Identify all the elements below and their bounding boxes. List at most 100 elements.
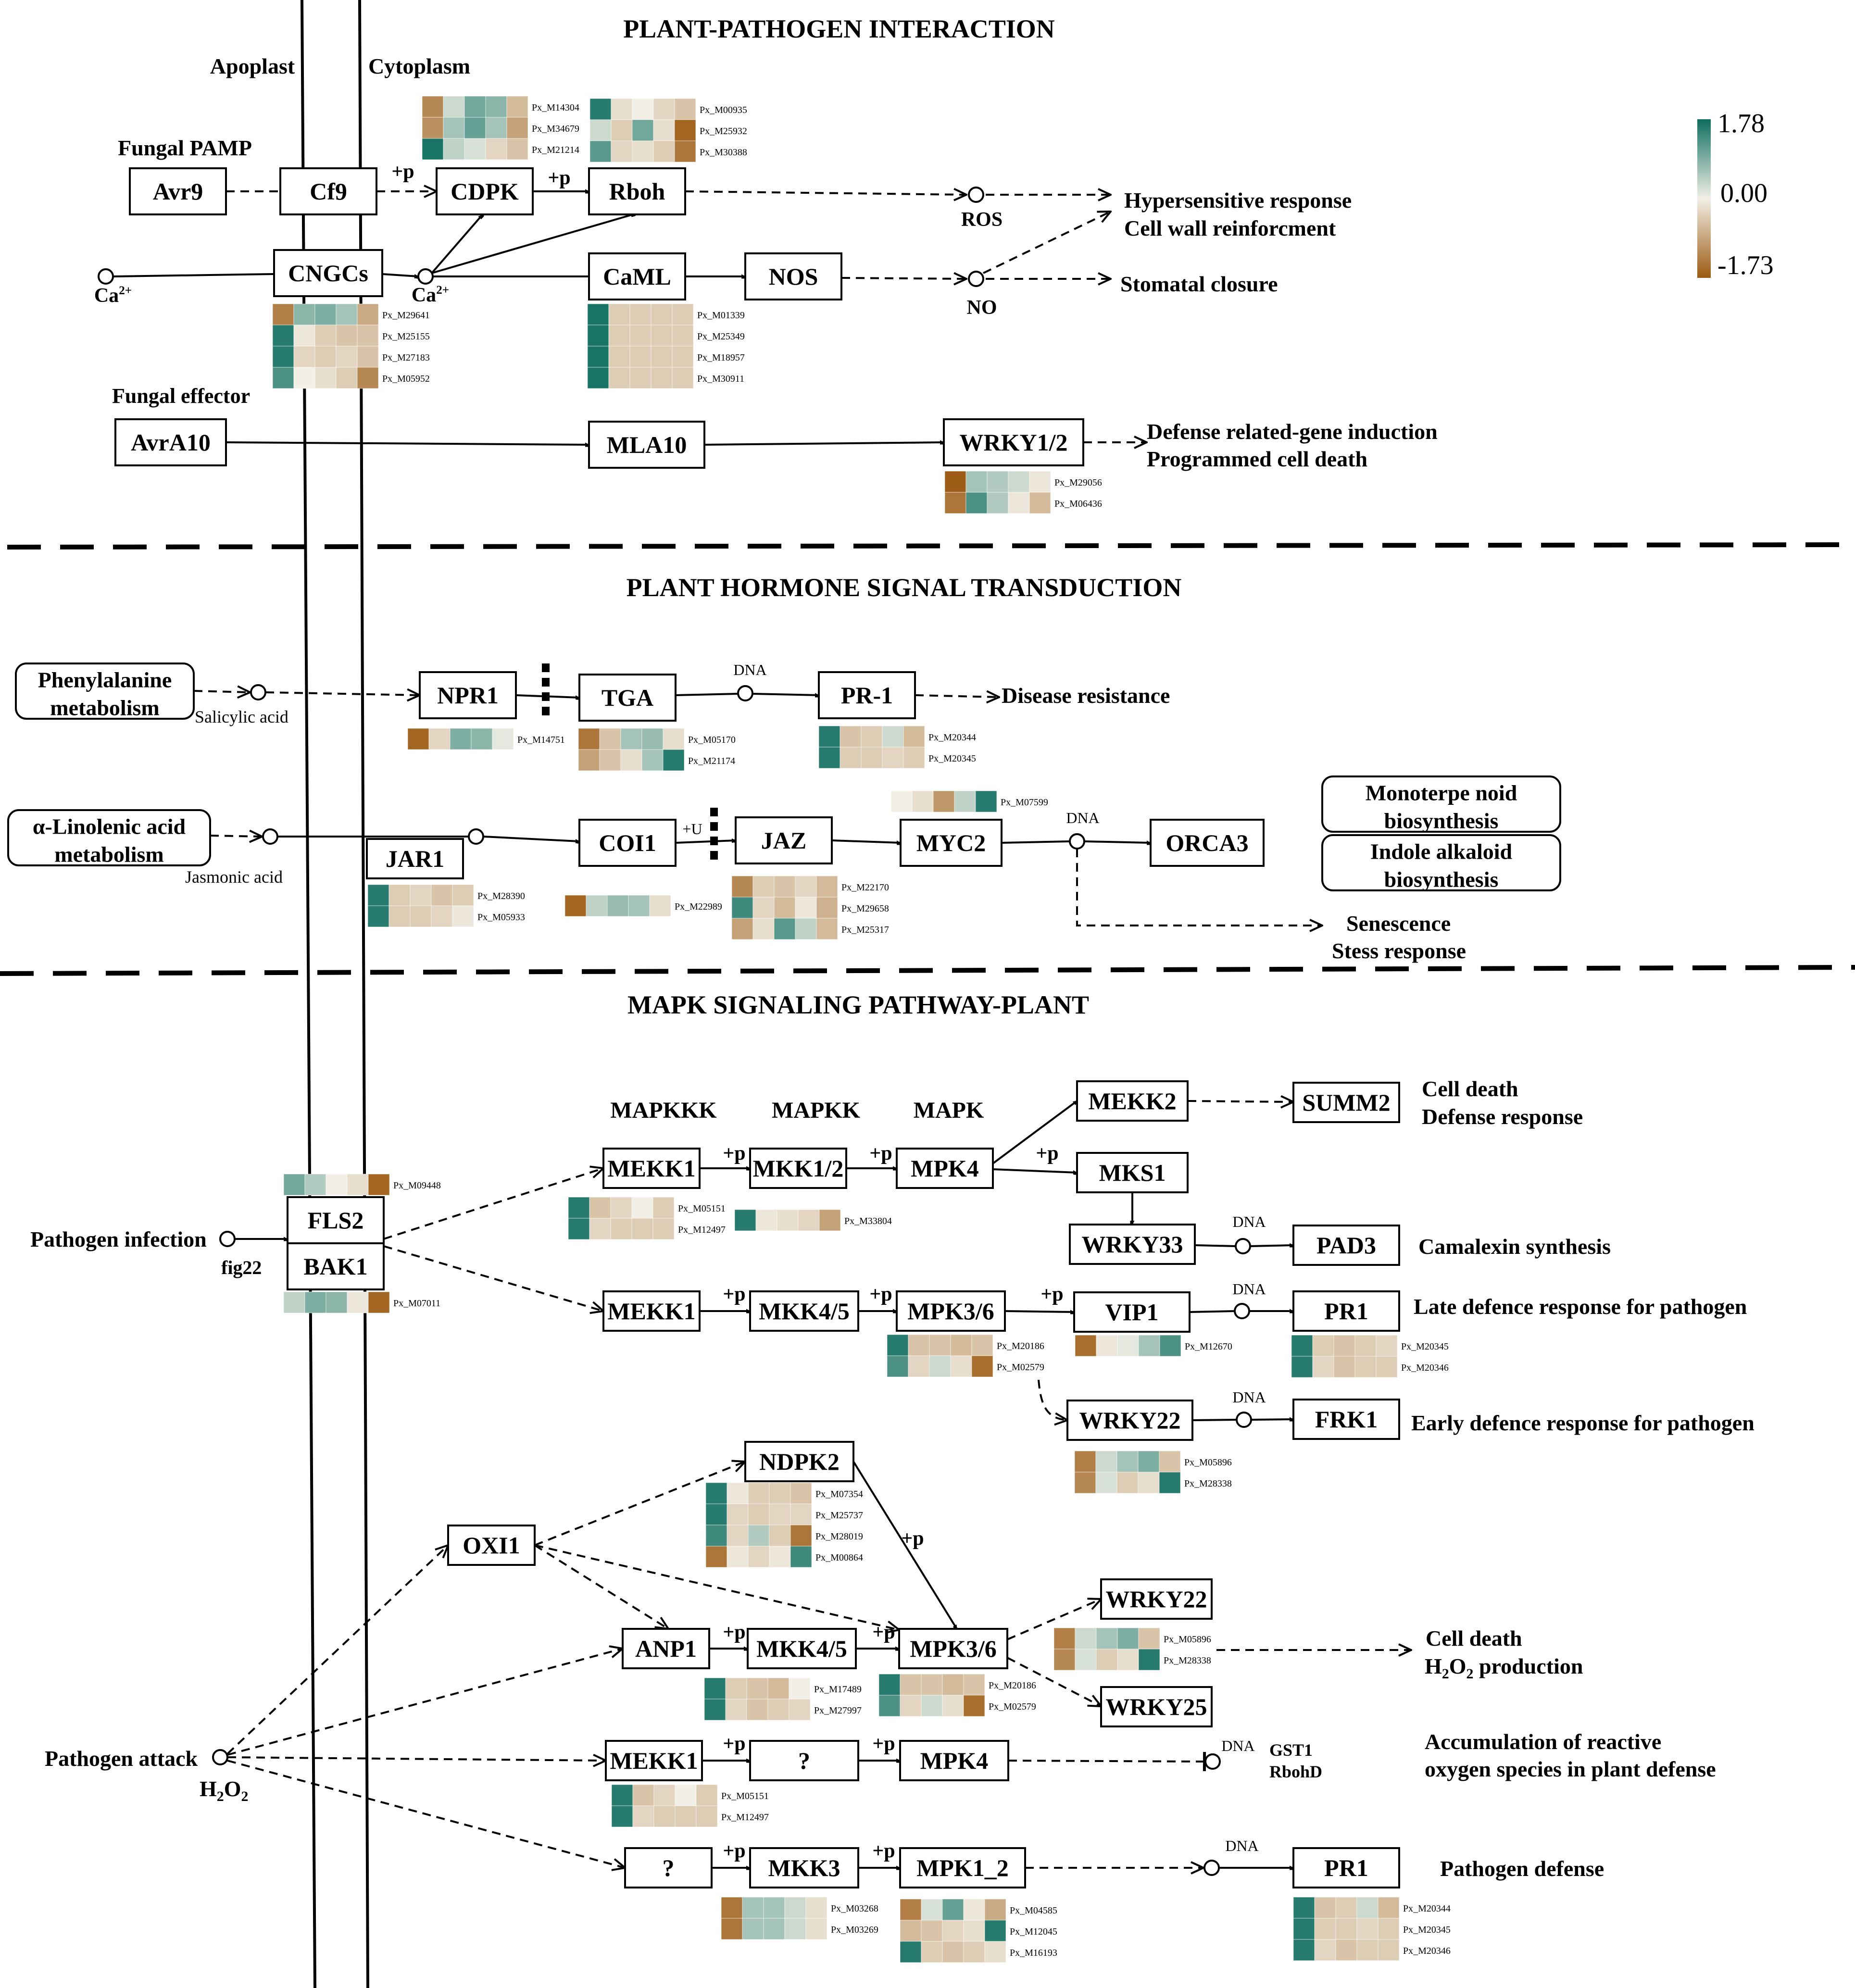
label-fpamp: Fungal PAMP: [118, 136, 252, 160]
node-tga[interactable]: TGA: [578, 674, 677, 722]
node-mekk1a[interactable]: MEKK1: [602, 1148, 701, 1189]
node-mpk36a[interactable]: MPK3/6: [896, 1290, 1006, 1332]
node-avra10[interactable]: AvrA10: [114, 418, 227, 466]
node-summ2[interactable]: SUMM2: [1292, 1082, 1400, 1123]
heatmap-cell: [971, 1355, 993, 1377]
node-orca3[interactable]: ORCA3: [1150, 819, 1265, 867]
color-legend: 1.78 0.00 -1.73: [1697, 109, 1774, 280]
edge-23: [210, 836, 262, 837]
heatmap-cell: [705, 1482, 727, 1504]
heatmap-cell: [431, 905, 453, 927]
node-bak1[interactable]: BAK1: [287, 1242, 385, 1290]
node-mpk12[interactable]: MPK1_2: [899, 1847, 1026, 1888]
label-dna6: DNA: [1221, 1737, 1254, 1754]
gene-label: Px_M20346: [1403, 1946, 1451, 1956]
heatmap-cell: [954, 790, 976, 813]
node-myc2[interactable]: MYC2: [900, 819, 1003, 867]
heatmap-cell: [652, 1197, 675, 1219]
node-caml[interactable]: CaML: [588, 252, 686, 300]
heatmap-cell: [607, 895, 629, 917]
node-wrky33[interactable]: WRKY33: [1069, 1224, 1196, 1265]
node-pr1c[interactable]: PR1: [1292, 1847, 1400, 1888]
node-mkk45a[interactable]: MKK4/5: [749, 1290, 859, 1332]
heatmap-cell: [861, 725, 883, 748]
metabolite-circle-11: [1234, 1303, 1250, 1319]
gene-label: Px_M29641: [382, 310, 430, 321]
node-mkk3[interactable]: MKK3: [749, 1847, 859, 1888]
heatmap-cell: [653, 1805, 676, 1827]
node-q1[interactable]: ?: [749, 1740, 859, 1781]
node-mpk36b[interactable]: MPK3/6: [898, 1628, 1008, 1669]
node-npr1[interactable]: NPR1: [419, 671, 517, 719]
gene-label: Px_M20186: [997, 1341, 1044, 1351]
node-pr1a[interactable]: PR-1: [818, 671, 916, 719]
node-jaz[interactable]: JAZ: [735, 816, 833, 864]
node-cngcs[interactable]: CNGCs: [273, 249, 383, 297]
node-cdpk[interactable]: CDPK: [436, 167, 534, 215]
node-frk1[interactable]: FRK1: [1292, 1399, 1400, 1440]
node-ndpk2[interactable]: NDPK2: [744, 1441, 854, 1482]
gene-label: Px_M28019: [815, 1531, 863, 1542]
label-p3: +p: [723, 1142, 745, 1164]
node-wrky12[interactable]: WRKY1/2: [943, 418, 1084, 466]
heatmap-cell: [731, 897, 753, 919]
node-mkk12[interactable]: MKK1/2: [749, 1148, 847, 1189]
label-pdef: Pathogen defense: [1440, 1856, 1604, 1881]
heatmap-cell: [675, 1805, 697, 1827]
heatmap-cell: [304, 1174, 326, 1196]
node-rboh[interactable]: Rboh: [588, 167, 686, 215]
heatmap-cell: [293, 303, 315, 325]
heatmap-cell: [1096, 1649, 1118, 1671]
heatmap-cell: [1312, 1356, 1334, 1378]
heatmap-cell: [1354, 1356, 1377, 1378]
label-late: Late defence response for pathogen: [1414, 1294, 1747, 1319]
heatmap-cell: [903, 747, 925, 769]
heatmap-cell: [1138, 1335, 1160, 1357]
label-cam: Camalexin synthesis: [1418, 1234, 1611, 1259]
heatmap-cell: [767, 1699, 790, 1721]
node-jar1[interactable]: JAR1: [366, 838, 464, 879]
node-coi1[interactable]: COI1: [578, 819, 677, 867]
node-cf9[interactable]: Cf9: [279, 167, 377, 215]
node-mks1[interactable]: MKS1: [1076, 1152, 1189, 1193]
metabolite-circles: [98, 187, 1252, 1876]
node-mkk45b[interactable]: MKK4/5: [747, 1628, 857, 1669]
node-mla10[interactable]: MLA10: [588, 421, 705, 469]
node-wrky22a[interactable]: WRKY22: [1066, 1400, 1193, 1441]
edge-45: [1189, 1310, 1235, 1313]
cytoplasm-label: Cytoplasm: [368, 54, 470, 78]
node-mpk4b[interactable]: MPK4: [899, 1740, 1009, 1781]
node-mekk1c[interactable]: MEKK1: [605, 1740, 703, 1781]
node-vip1[interactable]: VIP1: [1073, 1291, 1191, 1333]
edge-32: [383, 1168, 603, 1240]
metabolite-circle-15: [1203, 1860, 1220, 1876]
node-q2[interactable]: ?: [624, 1847, 713, 1888]
node-wrky22b[interactable]: WRKY22: [1100, 1578, 1213, 1620]
heatmap-cell: [464, 117, 486, 139]
node-oxi1[interactable]: OXI1: [447, 1525, 536, 1566]
heatmap-cell: [1376, 1356, 1398, 1378]
node-mekk2[interactable]: MEKK2: [1076, 1080, 1189, 1122]
node-wrky25[interactable]: WRKY25: [1100, 1686, 1213, 1727]
node-mpk4a[interactable]: MPK4: [896, 1148, 994, 1189]
node-anp1[interactable]: ANP1: [622, 1628, 710, 1669]
node-avr9[interactable]: Avr9: [129, 167, 227, 215]
heatmap-cell: [790, 1503, 812, 1525]
heatmap-cell: [485, 138, 507, 160]
node-pr1b[interactable]: PR1: [1292, 1290, 1400, 1332]
heatmap-cell: [641, 728, 664, 750]
node-box: [1069, 1224, 1196, 1265]
label-p5: +p: [1036, 1142, 1058, 1164]
heatmap-cell: [900, 1941, 922, 1963]
node-mekk1b[interactable]: MEKK1: [602, 1290, 701, 1332]
heatmap-cell: [721, 1918, 743, 1940]
gene-label: Px_M05896: [1184, 1457, 1232, 1468]
node-nos[interactable]: NOS: [744, 252, 842, 300]
node-box: [749, 1740, 859, 1781]
node-fls2[interactable]: FLS2: [287, 1196, 385, 1244]
node-pad3[interactable]: PAD3: [1292, 1225, 1400, 1266]
